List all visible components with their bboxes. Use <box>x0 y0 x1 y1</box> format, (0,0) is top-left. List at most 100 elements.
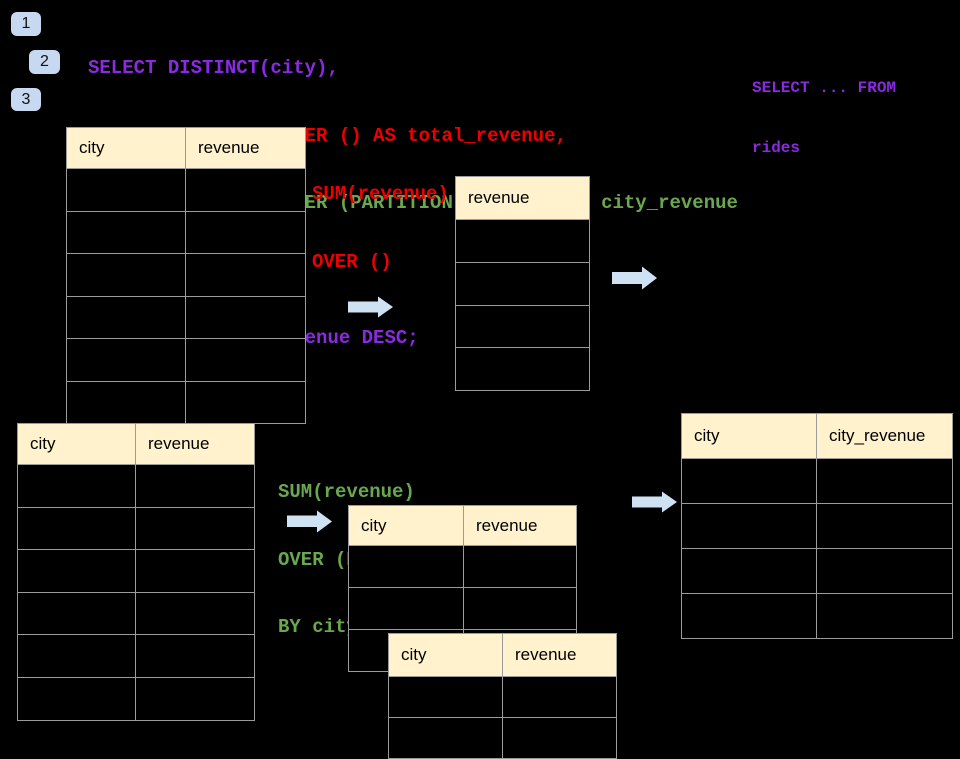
table-cell <box>456 263 589 305</box>
table-cell <box>18 465 136 507</box>
column-header-city-revenue: city_revenue <box>829 426 926 445</box>
table-source-top-header: city revenue <box>67 128 305 168</box>
table-row <box>349 545 576 587</box>
table-partition-second-header: city revenue <box>389 634 616 676</box>
table-row <box>456 219 589 262</box>
table-cell <box>18 507 136 550</box>
table-row <box>456 261 589 305</box>
step-badge-3: 3 <box>11 88 41 111</box>
table-cell <box>682 504 817 548</box>
table-city-revenue-header: city city_revenue <box>682 414 952 458</box>
table-row <box>67 338 305 381</box>
column-header-revenue: revenue <box>476 515 538 535</box>
table-row <box>18 506 254 550</box>
side-note-line-1: SELECT ... FROM <box>752 79 897 97</box>
table-row <box>67 253 305 296</box>
annotation-partition-line-1: SUM(revenue) <box>278 481 415 503</box>
table-partition-second: city revenue <box>388 633 617 759</box>
annotation-sum-over-total: SUM(revenue) OVER () <box>312 138 449 296</box>
table-cell <box>389 718 503 758</box>
table-partition-first-header: city revenue <box>349 506 576 545</box>
column-header-city: city <box>682 414 817 458</box>
table-cell <box>18 677 136 720</box>
column-header-revenue: revenue <box>515 645 577 664</box>
sql-line-select: SELECT DISTINCT(city), <box>88 57 339 79</box>
table-row <box>682 503 952 548</box>
table-cell <box>67 296 186 338</box>
table-cell <box>186 339 305 381</box>
table-cell <box>456 220 589 262</box>
table-cell <box>817 504 952 548</box>
table-cell <box>503 718 616 758</box>
arrow-partitions-to-result-icon <box>632 491 677 513</box>
table-row <box>349 587 576 629</box>
table-row <box>389 717 616 758</box>
table-row <box>389 676 616 717</box>
table-city-revenue-result: city city_revenue <box>681 413 953 639</box>
table-row <box>682 593 952 638</box>
table-row <box>18 464 254 507</box>
table-cell <box>18 550 136 592</box>
table-cell <box>67 254 186 296</box>
annotation-total-line-2: OVER () <box>312 250 392 273</box>
column-header-revenue: revenue <box>198 138 260 157</box>
table-cell <box>186 382 305 424</box>
table-row <box>67 295 305 339</box>
column-header-city: city <box>18 424 136 464</box>
table-source-top: city revenue <box>66 127 306 424</box>
table-cell <box>186 212 305 254</box>
column-header-city: city <box>67 128 186 168</box>
side-note-select-from-rides: SELECT ... FROM rides <box>752 38 896 178</box>
table-row <box>18 676 254 720</box>
table-cell <box>349 588 464 629</box>
table-row <box>67 380 305 424</box>
table-cell <box>464 588 576 629</box>
step-badge-1: 1 <box>11 12 41 36</box>
table-cell <box>136 550 254 592</box>
table-cell <box>18 592 136 635</box>
table-row <box>18 591 254 635</box>
table-cell <box>136 678 254 720</box>
arrow-total-result-out-icon <box>612 266 657 290</box>
table-cell <box>456 348 589 390</box>
table-source-bottom: city revenue <box>17 423 255 721</box>
table-row <box>682 548 952 593</box>
table-cell <box>136 465 254 507</box>
table-cell <box>136 635 254 677</box>
table-cell <box>67 211 186 253</box>
table-cell <box>186 297 305 339</box>
table-cell <box>682 459 817 503</box>
table-total-revenue-result: revenue <box>455 176 590 391</box>
table-total-revenue-header: revenue <box>456 177 589 219</box>
table-cell <box>682 549 817 593</box>
table-cell <box>817 459 952 503</box>
table-cell <box>18 635 136 677</box>
table-cell <box>389 677 503 717</box>
arrow-source-to-partitions-icon <box>287 510 332 533</box>
table-row <box>67 210 305 254</box>
table-cell <box>186 169 305 211</box>
table-cell <box>67 381 186 423</box>
table-cell <box>67 169 186 211</box>
table-cell <box>503 677 616 717</box>
table-cell <box>682 594 817 638</box>
table-cell <box>186 254 305 296</box>
column-header-revenue: revenue <box>468 188 530 207</box>
table-cell <box>464 546 576 587</box>
table-cell <box>456 306 589 348</box>
table-cell <box>349 546 464 587</box>
side-note-line-2: rides <box>752 139 801 157</box>
column-header-city: city <box>349 506 464 545</box>
table-cell <box>67 339 186 381</box>
column-header-city: city <box>389 634 503 676</box>
table-cell <box>817 549 952 593</box>
table-row <box>456 304 589 348</box>
table-source-bottom-header: city revenue <box>18 424 254 464</box>
table-row <box>456 347 589 390</box>
step-badge-2: 2 <box>29 50 60 74</box>
table-row <box>18 634 254 677</box>
table-row <box>67 168 305 211</box>
table-row <box>682 458 952 503</box>
arrow-source-to-total-icon <box>348 296 393 318</box>
table-row <box>18 549 254 592</box>
